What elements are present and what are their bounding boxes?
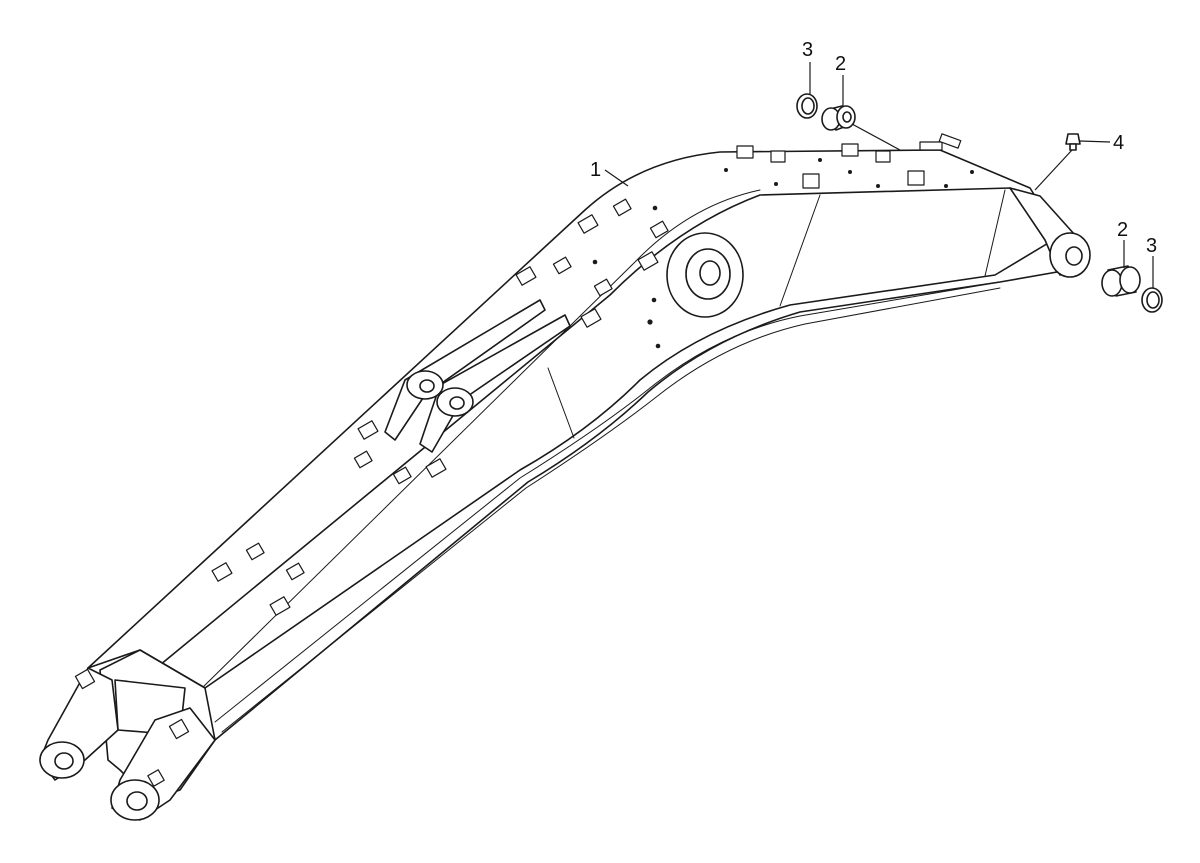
- clamp-block: [907, 170, 925, 186]
- leader-4: [1079, 140, 1111, 143]
- clamp-block: [649, 220, 669, 239]
- clamp-block: [269, 596, 291, 616]
- callout-3-top: 3: [802, 39, 813, 61]
- cylinder-bracket: [384, 299, 571, 453]
- foot-fitting-2: [168, 718, 190, 740]
- clamp-block: [580, 308, 602, 328]
- ring-inner: [1146, 291, 1160, 309]
- clamp-block: [211, 562, 233, 582]
- section-line-c: [547, 367, 575, 439]
- clamp-block: [392, 466, 412, 485]
- clamp-block: [245, 542, 265, 561]
- bolt-dot: [655, 343, 661, 349]
- section-line-b: [984, 189, 1006, 277]
- clamp-blocks: [211, 133, 962, 616]
- center-boss-bore: [699, 260, 721, 286]
- bolt-dot: [848, 170, 852, 174]
- part-3-ring-top: [796, 93, 818, 119]
- boom-bottom-line-2: [221, 287, 1001, 733]
- clamp-block: [593, 278, 613, 297]
- clamp-block: [637, 251, 659, 271]
- bushing-face: [1119, 266, 1141, 294]
- bushing-end: [1101, 269, 1123, 297]
- bolt-dot: [592, 259, 598, 265]
- boom-body: [39, 149, 1081, 821]
- clamp-block: [770, 150, 786, 163]
- foot-pin-bore-right: [126, 791, 148, 811]
- bolt-dot: [818, 158, 822, 162]
- clamp-block: [612, 198, 632, 217]
- bolt-dot: [652, 205, 658, 211]
- bolt-dots: [592, 158, 974, 349]
- callout-2-right: 2: [1117, 219, 1128, 241]
- bolt-dot: [876, 184, 880, 188]
- boom-top-surface: [87, 149, 1061, 689]
- clamp-block: [285, 562, 305, 581]
- section-line-a: [779, 194, 821, 307]
- bolt-dot: [647, 319, 653, 325]
- bracket-bore-right: [449, 396, 465, 410]
- bolt-dot: [724, 168, 728, 172]
- boom-underside-edge: [214, 235, 1081, 741]
- clamp-block: [357, 420, 379, 440]
- clamp-block: [515, 266, 537, 286]
- center-boss: [666, 232, 744, 318]
- foot-fitting-1: [74, 668, 96, 690]
- clamp-strip: [919, 141, 943, 151]
- fitting-body: [1065, 133, 1081, 145]
- clamp-block: [353, 450, 373, 469]
- leader-2a-down: [851, 123, 901, 151]
- clamp-block: [425, 458, 447, 478]
- clamp-block: [841, 143, 859, 157]
- clamp-block: [802, 173, 820, 189]
- leader-lines: [604, 62, 1154, 288]
- clamp-block: [736, 145, 754, 159]
- boom-side-curve: [159, 187, 1061, 666]
- part-4-grease-fitting: [1065, 133, 1081, 151]
- foot-pin-bore-left: [54, 752, 74, 770]
- bracket-bore-left: [419, 379, 435, 393]
- ring-inner: [801, 97, 815, 115]
- fitting-stem: [1069, 143, 1077, 151]
- clamp-block: [875, 150, 891, 163]
- boom-bottom-line-1: [214, 281, 1001, 723]
- part-3-ring-right: [1141, 287, 1163, 313]
- callout-labels: 1 3 2 4 2 3: [590, 39, 1157, 257]
- part-2-bushing-top: [821, 105, 856, 131]
- arm-end: [1009, 187, 1091, 278]
- bolt-dot: [970, 170, 974, 174]
- bushing-bore: [842, 111, 852, 123]
- boom-top-crease: [199, 189, 761, 691]
- bolt-dot: [651, 297, 657, 303]
- arm-end-bore: [1065, 246, 1083, 266]
- callout-1: 1: [590, 159, 601, 181]
- leader-4b: [1034, 149, 1073, 191]
- part-2-bushing-right: [1101, 265, 1141, 297]
- clamp-block: [552, 256, 572, 275]
- bolt-dot: [944, 184, 948, 188]
- clamp-strip: [938, 133, 962, 149]
- bolt-dot: [774, 182, 778, 186]
- foot-fitting-3: [147, 769, 165, 787]
- callout-4: 4: [1113, 132, 1124, 154]
- callout-3-right: 3: [1146, 235, 1157, 257]
- leader-1: [604, 169, 629, 187]
- callout-2-top: 2: [835, 53, 846, 75]
- clamp-block: [577, 214, 599, 234]
